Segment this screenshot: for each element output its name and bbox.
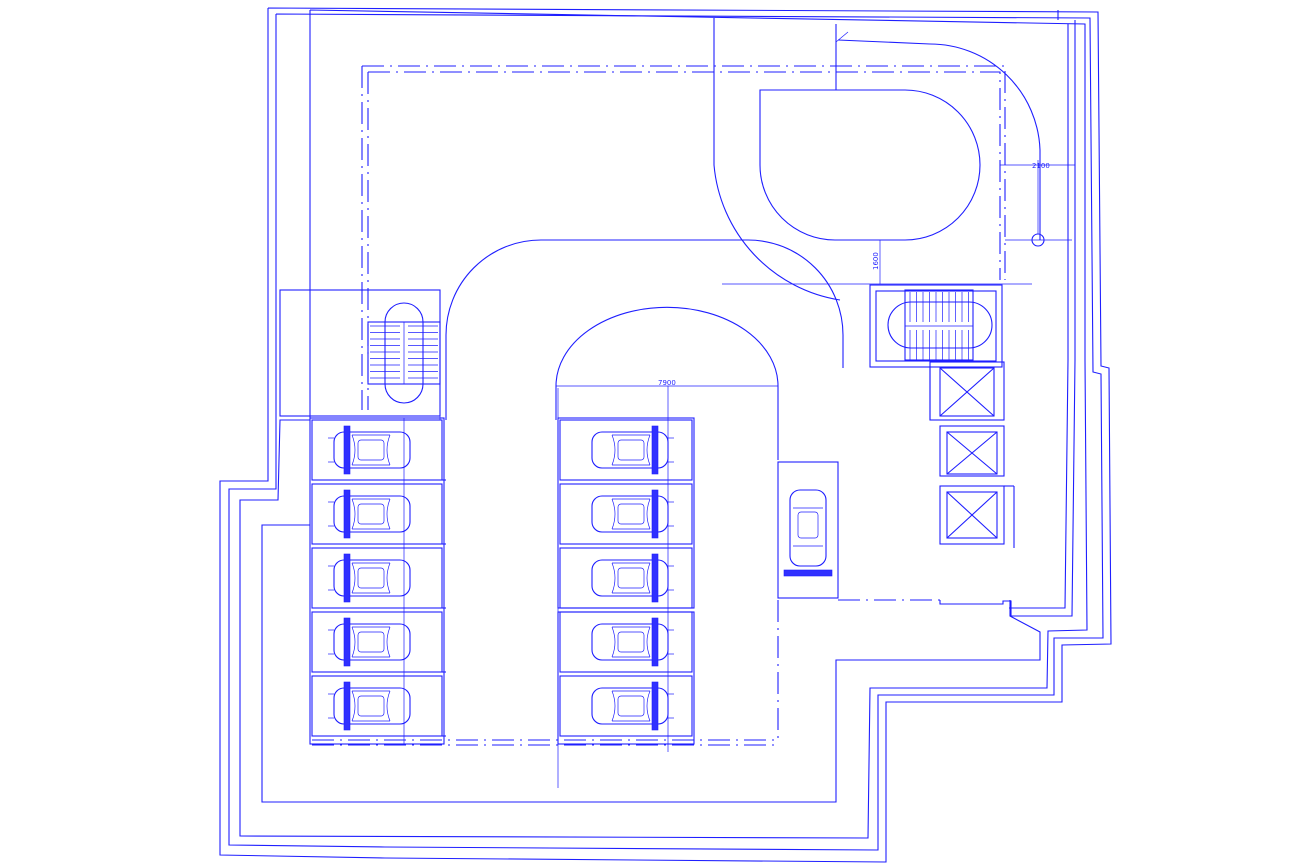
site-boundary bbox=[219, 7, 1112, 863]
car-icon bbox=[591, 489, 674, 539]
car-icon bbox=[328, 617, 411, 667]
staircase-right bbox=[869, 284, 1003, 368]
parking-bay-left bbox=[309, 417, 445, 745]
car-icon bbox=[591, 681, 674, 731]
dim-ramp-width: 7900 bbox=[658, 379, 676, 387]
parking-bay-ramp bbox=[777, 461, 839, 599]
car-icon bbox=[328, 425, 411, 475]
stairs-steps-layer bbox=[370, 292, 973, 384]
ramp-central bbox=[439, 239, 844, 788]
car-icon bbox=[783, 489, 833, 577]
staircase-left bbox=[279, 289, 441, 417]
lift-shafts bbox=[929, 361, 1015, 548]
cars-layer bbox=[311, 418, 833, 744]
dimensions: 7900 1600 2100 bbox=[658, 162, 1050, 387]
car-icon bbox=[591, 617, 674, 667]
dim-stair-offset: 1600 bbox=[872, 252, 880, 270]
setback-line bbox=[312, 65, 1006, 746]
car-icon bbox=[591, 553, 674, 603]
car-icon bbox=[328, 681, 411, 731]
ramp-upper-right bbox=[713, 18, 1075, 301]
dim-right-offset: 2100 bbox=[1032, 162, 1050, 170]
car-icon bbox=[328, 489, 411, 539]
parking-bay-center bbox=[557, 417, 695, 745]
car-icon bbox=[591, 425, 674, 475]
car-icon bbox=[328, 553, 411, 603]
